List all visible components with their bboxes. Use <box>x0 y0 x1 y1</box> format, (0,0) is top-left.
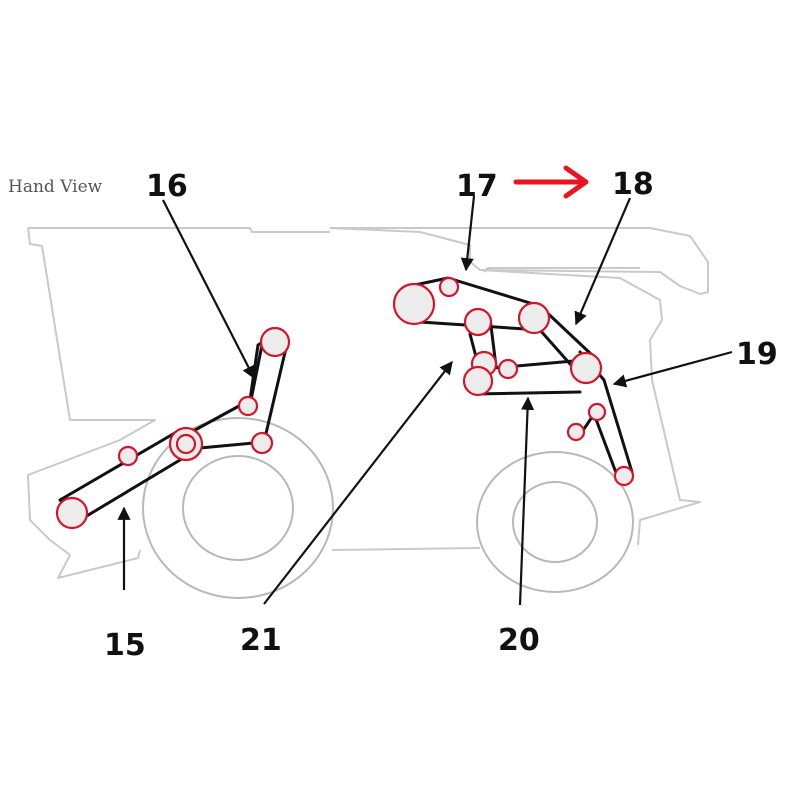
red-arrow-head <box>563 165 589 199</box>
pulley-19-small <box>587 402 607 422</box>
front-rim <box>182 455 294 561</box>
rear-tire <box>476 451 634 593</box>
belt-16-inner <box>248 343 264 407</box>
callout-15: 15 <box>104 628 146 663</box>
pulley-16-small <box>237 395 259 417</box>
view-label: Hand View <box>8 177 103 197</box>
pulley-17 <box>438 276 460 298</box>
rear-rim <box>512 481 598 563</box>
pulley-center <box>463 307 493 337</box>
callout-20: 20 <box>498 623 540 658</box>
pulley-main-left-inner <box>175 433 197 455</box>
callout-17: 17 <box>456 169 498 204</box>
leader-19 <box>612 350 733 388</box>
pulley-21-small <box>497 358 519 380</box>
rear-wheel <box>476 451 634 593</box>
leader-20 <box>518 396 535 606</box>
leader-17 <box>460 195 476 272</box>
front-wheel <box>142 417 334 599</box>
combine-body-outline <box>27 227 709 579</box>
pulley-19 <box>569 351 603 385</box>
callout-16: 16 <box>146 169 188 204</box>
combine-roof-line <box>28 227 330 233</box>
leader-lines <box>117 195 733 606</box>
front-tire <box>142 417 334 599</box>
pulley-18 <box>517 301 551 335</box>
pulley-15 <box>55 496 89 530</box>
pulley-large-right <box>392 282 436 326</box>
pulley-20-small <box>566 422 586 442</box>
combine-outline <box>27 227 709 579</box>
pulley-bottom-right <box>613 465 635 487</box>
leader-18 <box>574 197 632 326</box>
callout-18: 18 <box>612 167 654 202</box>
callout-19: 19 <box>736 337 778 372</box>
pulley-16-top <box>259 326 291 358</box>
right-belt-drive <box>392 276 635 487</box>
combine-cab-line <box>483 267 640 273</box>
leader-16 <box>162 199 255 380</box>
callout-21: 21 <box>240 623 282 658</box>
leader-21 <box>263 360 453 605</box>
red-arrow-icon <box>513 165 589 199</box>
pulley-21-lower <box>462 365 494 397</box>
left-belt-drive <box>55 326 291 530</box>
pulley-left-lower <box>250 431 274 455</box>
pulley-idler-left <box>117 445 139 467</box>
